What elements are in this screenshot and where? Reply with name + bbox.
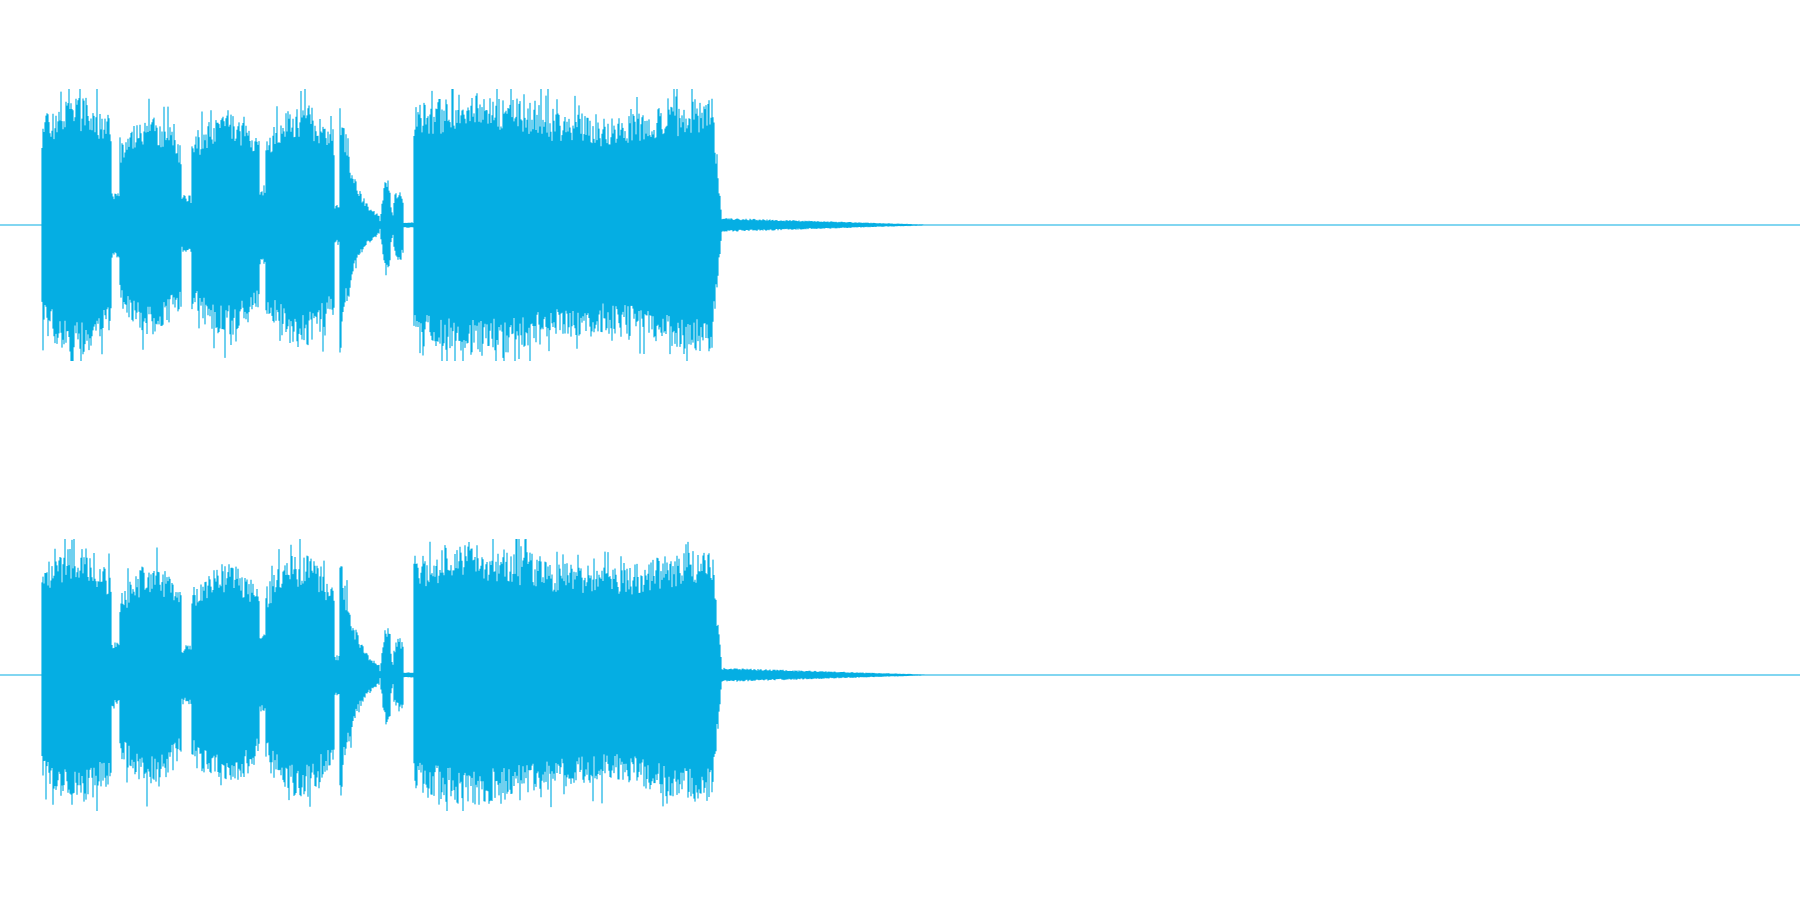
waveform-path — [41, 539, 930, 811]
waveform-channel-right — [0, 450, 1800, 900]
waveform-right-svg — [0, 539, 1800, 811]
waveform-channel-left — [0, 89, 1800, 361]
waveform-left-svg — [0, 89, 1800, 361]
waveform-path — [41, 89, 930, 361]
